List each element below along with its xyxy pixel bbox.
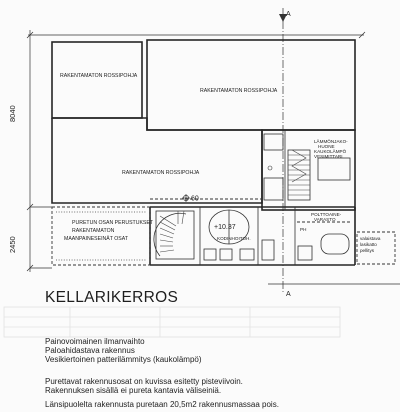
note-walls: Rakennuksen sisällä ei pureta kantavia v…	[45, 386, 221, 395]
round-room-level: +10.37	[214, 224, 236, 231]
fuel-store-label-1: POLTTOAINE-	[311, 212, 342, 217]
heat-room-label-2: HUONE	[318, 144, 335, 149]
note-fire: Paloahidastava rakennus	[45, 346, 135, 355]
dimension-lines	[26, 30, 366, 272]
floor-level-mark: 60	[191, 196, 199, 203]
middle-room-label: RAKENTAMATON ROSSIPOHJA	[122, 170, 200, 176]
heat-room-label-3: KAUKOLÄMPÖ	[314, 148, 347, 154]
stair-lower	[153, 210, 195, 260]
fuel-store	[297, 221, 350, 261]
upper-right-room-label: RAKENTAMATON ROSSIPOHJA	[200, 88, 278, 94]
note-heating: Vesikiertoinen patterilämmitys (kaukoläm…	[45, 355, 202, 364]
section-mark-top: A	[286, 11, 291, 18]
dimension-lower: 2450	[8, 236, 17, 253]
upper-left-room-label: RAKENTAMATON ROSSIPOHJA	[60, 73, 138, 79]
note-ventilation: Painovoimainen ilmanvaihto	[45, 337, 145, 346]
heat-room	[261, 129, 356, 211]
outside-note-1: valaistava	[360, 236, 381, 241]
level-line	[150, 194, 262, 202]
demolished-label-1: PURETUN OSAN PERUSTUKSET	[72, 220, 154, 226]
demolished-label-2: RAKENTAMATON	[72, 228, 115, 234]
round-room	[203, 209, 275, 261]
fuel-store-label-2: VARASTO	[314, 217, 336, 222]
ph-label: PH	[300, 227, 306, 232]
section-mark-bottom: A	[286, 291, 291, 298]
dimension-upper: 8040	[8, 105, 17, 122]
heat-room-label-1: LÄMMÖNJAKO-	[314, 138, 348, 144]
walls	[51, 39, 356, 266]
upper-right-room	[146, 39, 356, 131]
note-demolition: Purettavat rakennusosat on kuvissa esite…	[45, 377, 243, 386]
upper-left-room	[51, 41, 143, 119]
stair-heat-room	[287, 149, 311, 201]
drain-icon	[267, 165, 273, 171]
demolished-part	[51, 206, 151, 266]
section-line	[268, 8, 400, 292]
demolished-label-3: MAANPAINESEINÄT OSAT	[64, 235, 129, 242]
outside-note-2: lasikatto	[360, 242, 377, 247]
utility-room-label: KODINHOITOH.	[217, 236, 251, 241]
note-west-side: Länsipuolelta rakennusta puretaan 20,5m2…	[45, 400, 279, 409]
page-title: KELLARIKERROS	[45, 289, 178, 306]
heat-room-label-4: VESIMITTARI	[314, 154, 343, 159]
ghost-table	[3, 306, 341, 338]
middle-room	[51, 117, 263, 204]
outside-note-3: pellitys	[360, 248, 375, 253]
